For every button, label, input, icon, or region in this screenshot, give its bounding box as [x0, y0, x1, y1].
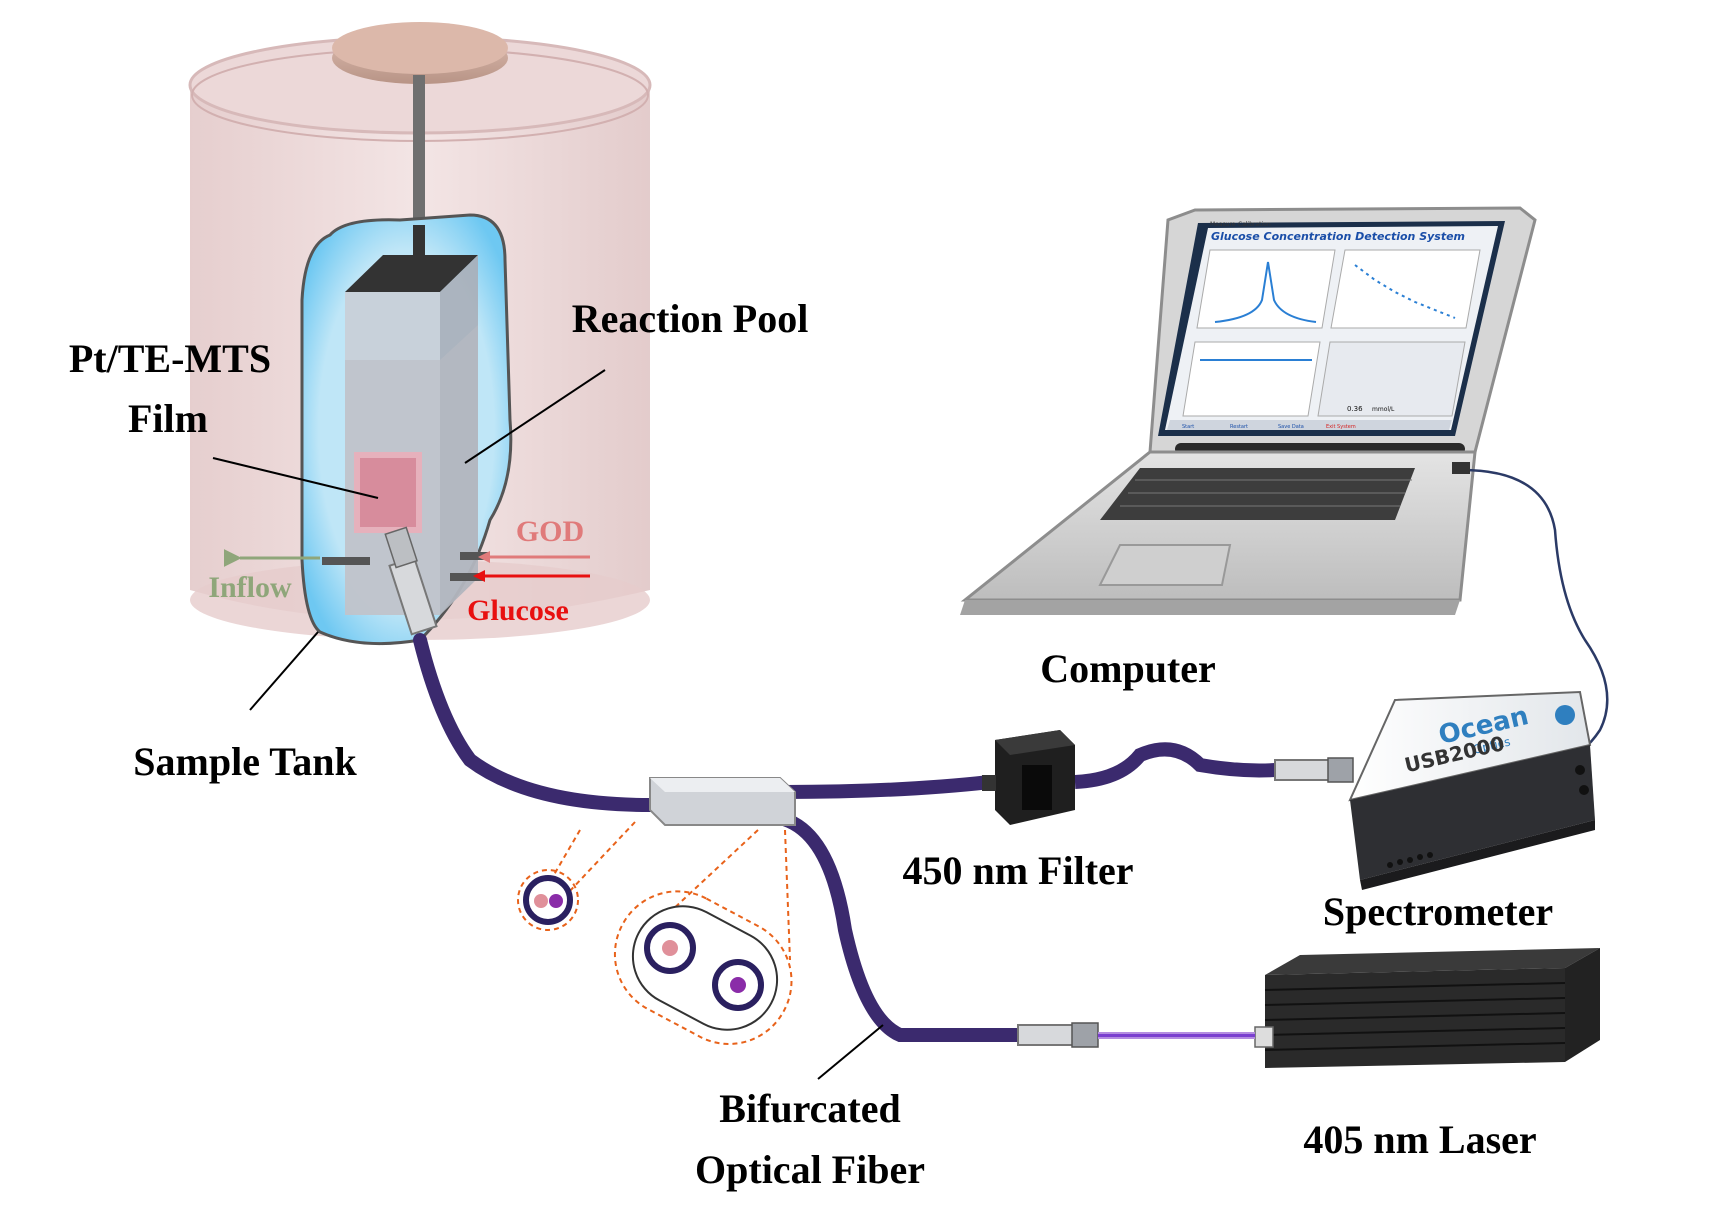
label-computer: Computer	[1040, 646, 1216, 691]
screen-button-start: Start	[1182, 424, 1194, 430]
laptop-touchpad	[1098, 544, 1232, 586]
screen-button-exit: Exit System	[1326, 424, 1356, 430]
inflow-tube	[322, 557, 370, 565]
fiber-cross-section-single	[517, 821, 636, 931]
spectrum-plot	[1196, 249, 1336, 329]
laptop-computer: Glucose Concentration Detection System M…	[960, 206, 1537, 615]
fiber-connector-spectrometer	[1274, 757, 1354, 783]
screen-button-restart: Restart	[1230, 424, 1248, 430]
pt-te-mts-film	[354, 452, 422, 533]
laser-405nm	[1254, 948, 1600, 1068]
optical-filter-450nm	[982, 730, 1075, 825]
settings-panel	[1317, 341, 1466, 417]
spectrum-curve	[1214, 261, 1317, 323]
fiber-connector-laser	[1017, 1022, 1255, 1048]
spectrometer-device: Ocean Optics USB2000	[1348, 690, 1595, 890]
glucose-tube	[450, 573, 485, 581]
god-arrow	[478, 551, 590, 563]
label-laser: 405 nm Laser	[1303, 1117, 1536, 1162]
usb-cable	[1461, 468, 1609, 757]
tank-rod	[413, 75, 425, 225]
tank-lid-knob	[332, 22, 508, 84]
laptop-screen-app: Glucose Concentration Detection System M…	[1165, 221, 1498, 430]
label-reaction-pool: Reaction Pool	[572, 296, 809, 341]
label-filter: 450 nm Filter	[902, 848, 1133, 893]
fiber-cross-section-split	[613, 829, 793, 1045]
screen-tab-measure: Measure	[1210, 221, 1236, 228]
bifurcated-optical-fiber	[413, 633, 1276, 1042]
screen-tab-calibration: Calibration	[1238, 221, 1271, 228]
label-pt-film-line2: Film	[128, 396, 208, 441]
glucose-arrow	[473, 570, 590, 582]
god-tube	[460, 552, 490, 560]
label-glucose: Glucose	[467, 594, 569, 627]
reaction-pool	[300, 213, 513, 646]
label-sample-tank: Sample Tank	[133, 739, 357, 784]
label-god: GOD	[516, 515, 584, 548]
spectrometer-ports	[1387, 852, 1433, 868]
label-fiber-line2: Optical Fiber	[695, 1147, 925, 1192]
screen-button-save: Save Data	[1278, 424, 1304, 430]
label-inflow: Inflow	[208, 571, 292, 604]
fiber-connector-tank	[384, 526, 438, 636]
calibration-plot	[1330, 249, 1481, 329]
time-plot	[1182, 341, 1321, 417]
label-fiber-line1: Bifurcated	[719, 1086, 900, 1131]
screen-title: Glucose Concentration Detection System	[1211, 230, 1465, 243]
laptop-keyboard	[1100, 468, 1415, 520]
fiber-splitter	[649, 777, 796, 826]
screen-readout: 0.36	[1347, 405, 1363, 413]
label-pt-film-line1: Pt/TE-MTS	[69, 336, 271, 381]
screen-readout-unit: mmol/L	[1372, 406, 1395, 413]
spectrometer-logo	[1555, 705, 1575, 725]
leader-lines	[212, 369, 884, 1080]
label-spectrometer: Spectrometer	[1323, 889, 1553, 934]
